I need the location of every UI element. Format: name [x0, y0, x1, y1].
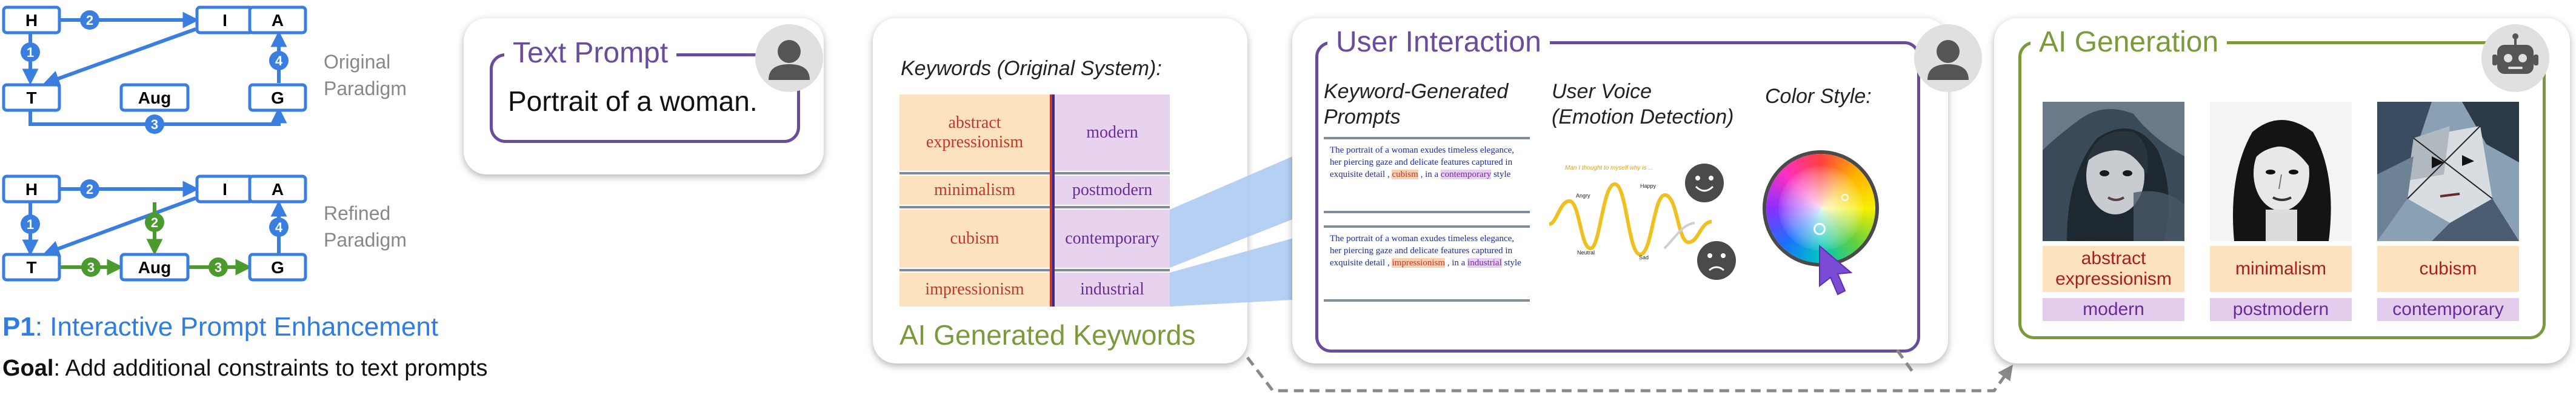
p1-heading: P1: Interactive Prompt Enhancement	[2, 312, 439, 342]
generation-style-abstract-expressionism: abstract expressionism	[2043, 246, 2184, 292]
node-aug-label-refined: Aug	[138, 258, 171, 277]
keyword-impressionism[interactable]: impressionism	[899, 273, 1050, 307]
user-interaction-title: User Interaction	[1327, 25, 1550, 59]
prompt-divider	[1324, 225, 1530, 228]
generated-prompt-2[interactable]: The portrait of a woman exudes timeless …	[1325, 229, 1529, 297]
step-2-badge-refined: 2	[86, 182, 93, 197]
user-interaction-frame	[1315, 41, 1920, 353]
prompt-divider	[1324, 137, 1530, 139]
user-avatar	[755, 24, 823, 92]
node-g	[248, 83, 307, 112]
node-i-label-refined: I	[222, 180, 227, 199]
goal-text: Goal: Add additional constraints to text…	[2, 356, 488, 381]
keyword-contemporary[interactable]: contemporary	[1055, 210, 1170, 268]
step-3-badge: 3	[151, 117, 158, 132]
step-3-green-badge-b: 3	[215, 260, 222, 275]
step-2-green-badge: 2	[151, 215, 158, 230]
generated-prompt-1[interactable]: The portrait of a woman exudes timeless …	[1325, 141, 1529, 208]
sad-face-icon	[1697, 241, 1736, 280]
refined-paradigm: H I A T Aug G 2 1 4 2 3 3	[2, 174, 307, 282]
emotion-happy: Happy	[1640, 183, 1657, 189]
text-prompt-title: Text Prompt	[504, 36, 677, 70]
emotion-sad: Sad	[1639, 254, 1649, 260]
step-3-green-badge-a: 3	[87, 260, 95, 275]
keyword-divider	[899, 269, 1170, 271]
keyword-column-divider	[1050, 95, 1052, 307]
node-t	[2, 83, 61, 112]
keywords-caption: AI Generated Keywords	[899, 319, 1196, 351]
generated-image-cubism[interactable]	[2377, 102, 2519, 241]
generation-era-contemporary: contemporary	[2377, 298, 2519, 321]
node-h	[2, 5, 61, 35]
original-paradigm: H I A T Aug G 2 1 3 4	[2, 5, 307, 134]
node-aug	[119, 83, 190, 112]
emotion-angry: Angry	[1576, 193, 1590, 199]
color-selector-handle[interactable]	[1814, 223, 1826, 235]
keyword-column-divider	[1052, 95, 1055, 307]
step-4-badge: 4	[275, 53, 283, 68]
color-style-header: Color Style:	[1765, 85, 1872, 108]
keyword-modern[interactable]: modern	[1055, 95, 1170, 171]
happy-face-icon	[1685, 164, 1724, 202]
keyword-abstract-expressionism[interactable]: abstract expressionism	[899, 95, 1050, 171]
user-icon	[769, 40, 810, 80]
cursor-arrow-icon	[1819, 244, 1853, 296]
node-a-label-refined: A	[272, 180, 284, 199]
keyword-postmodern[interactable]: postmodern	[1055, 176, 1170, 205]
node-aug-label: Aug	[138, 88, 171, 107]
robot-icon	[2492, 33, 2538, 74]
paradigm-diagrams: H I A T Aug G 2 1 3 4	[2, 5, 307, 282]
node-g-label: G	[271, 88, 284, 107]
user-voice-header: User Voice(Emotion Detection)	[1552, 80, 1734, 128]
keyword-divider	[899, 206, 1170, 208]
prompt-divider	[1324, 299, 1530, 302]
generated-image-abstract-expressionism[interactable]	[2043, 102, 2184, 241]
node-a-label: A	[272, 11, 284, 30]
node-g-label-refined: G	[271, 258, 284, 277]
voice-caption: Man I thought to myself why is ...	[1565, 165, 1653, 171]
node-t-label-refined: T	[26, 258, 36, 277]
keyword-cubism[interactable]: cubism	[899, 210, 1050, 268]
prompt-divider	[1324, 211, 1530, 213]
step-1-badge-refined: 1	[27, 217, 34, 232]
voice-emotion-waveform: Man I thought to myself why is ... Angry…	[1549, 164, 1736, 280]
step-2-badge: 2	[86, 13, 93, 28]
keyword-divider	[899, 172, 1170, 174]
node-t-label: T	[26, 88, 36, 107]
ai-generation-frame	[2018, 41, 2546, 339]
emotion-neutral: Neutral	[1577, 250, 1595, 256]
robot-avatar	[2481, 24, 2549, 92]
generation-style-minimalism: minimalism	[2210, 246, 2352, 292]
node-i-label: I	[222, 11, 227, 30]
color-wheel[interactable]	[1766, 154, 1875, 263]
node-a	[248, 5, 307, 35]
text-prompt-value[interactable]: Portrait of a woman.	[508, 85, 758, 117]
node-h-label: H	[25, 11, 38, 30]
ai-generation-title: AI Generation	[2030, 25, 2227, 59]
user-icon	[1927, 40, 1969, 80]
step-4-badge-refined: 4	[275, 220, 283, 235]
keywords-header: Keywords (Original System):	[901, 57, 1162, 80]
generation-era-postmodern: postmodern	[2210, 298, 2352, 321]
step-1-badge: 1	[27, 45, 34, 60]
generated-image-minimalism[interactable]	[2210, 102, 2352, 241]
node-h-label-refined: H	[25, 180, 38, 199]
generation-era-modern: modern	[2043, 298, 2184, 321]
keyword-minimalism[interactable]: minimalism	[899, 176, 1050, 205]
keyword-industrial[interactable]: industrial	[1055, 273, 1170, 307]
color-selector-handle-secondary[interactable]	[1841, 194, 1849, 201]
generation-style-cubism: cubism	[2377, 246, 2519, 292]
user-avatar-2	[1914, 24, 1982, 92]
